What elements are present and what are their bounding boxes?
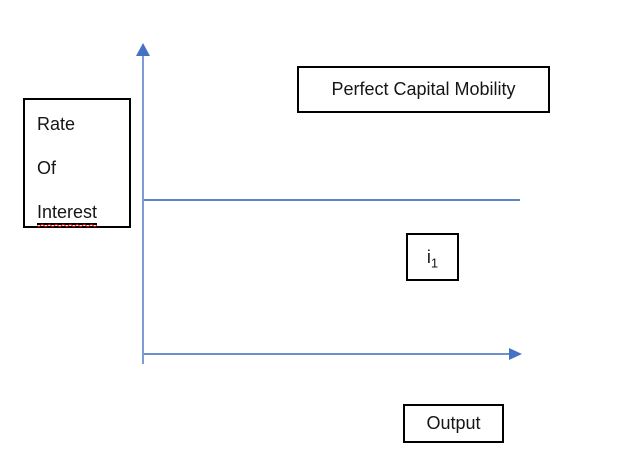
y-axis-label-line-1: Rate — [37, 114, 76, 134]
x-axis-label-box: Output — [403, 404, 504, 443]
y-axis-label-line-2: Of — [37, 158, 57, 178]
perfect-capital-mobility-line — [144, 199, 520, 201]
x-axis-arrowhead-icon — [509, 348, 522, 360]
y-axis-label-line-3: Interest — [37, 190, 129, 234]
interest-rate-subscript: 1 — [430, 255, 439, 271]
y-axis-line — [142, 54, 144, 364]
y-axis-arrowhead-icon — [136, 43, 150, 56]
interest-rate-base: i — [426, 246, 431, 267]
spellcheck-squiggle-word: Interest — [37, 202, 98, 222]
x-axis-label: Output — [426, 413, 481, 433]
title-box: Perfect Capital Mobility — [297, 66, 550, 113]
x-axis-line — [144, 353, 510, 355]
underlined-word: Interest — [37, 201, 98, 225]
y-axis-label-box: Rate Of Interest — [23, 98, 131, 228]
interest-rate-symbol: i1 — [426, 246, 439, 271]
interest-rate-level-box: i1 — [406, 233, 459, 281]
title-label: Perfect Capital Mobility — [331, 79, 516, 99]
